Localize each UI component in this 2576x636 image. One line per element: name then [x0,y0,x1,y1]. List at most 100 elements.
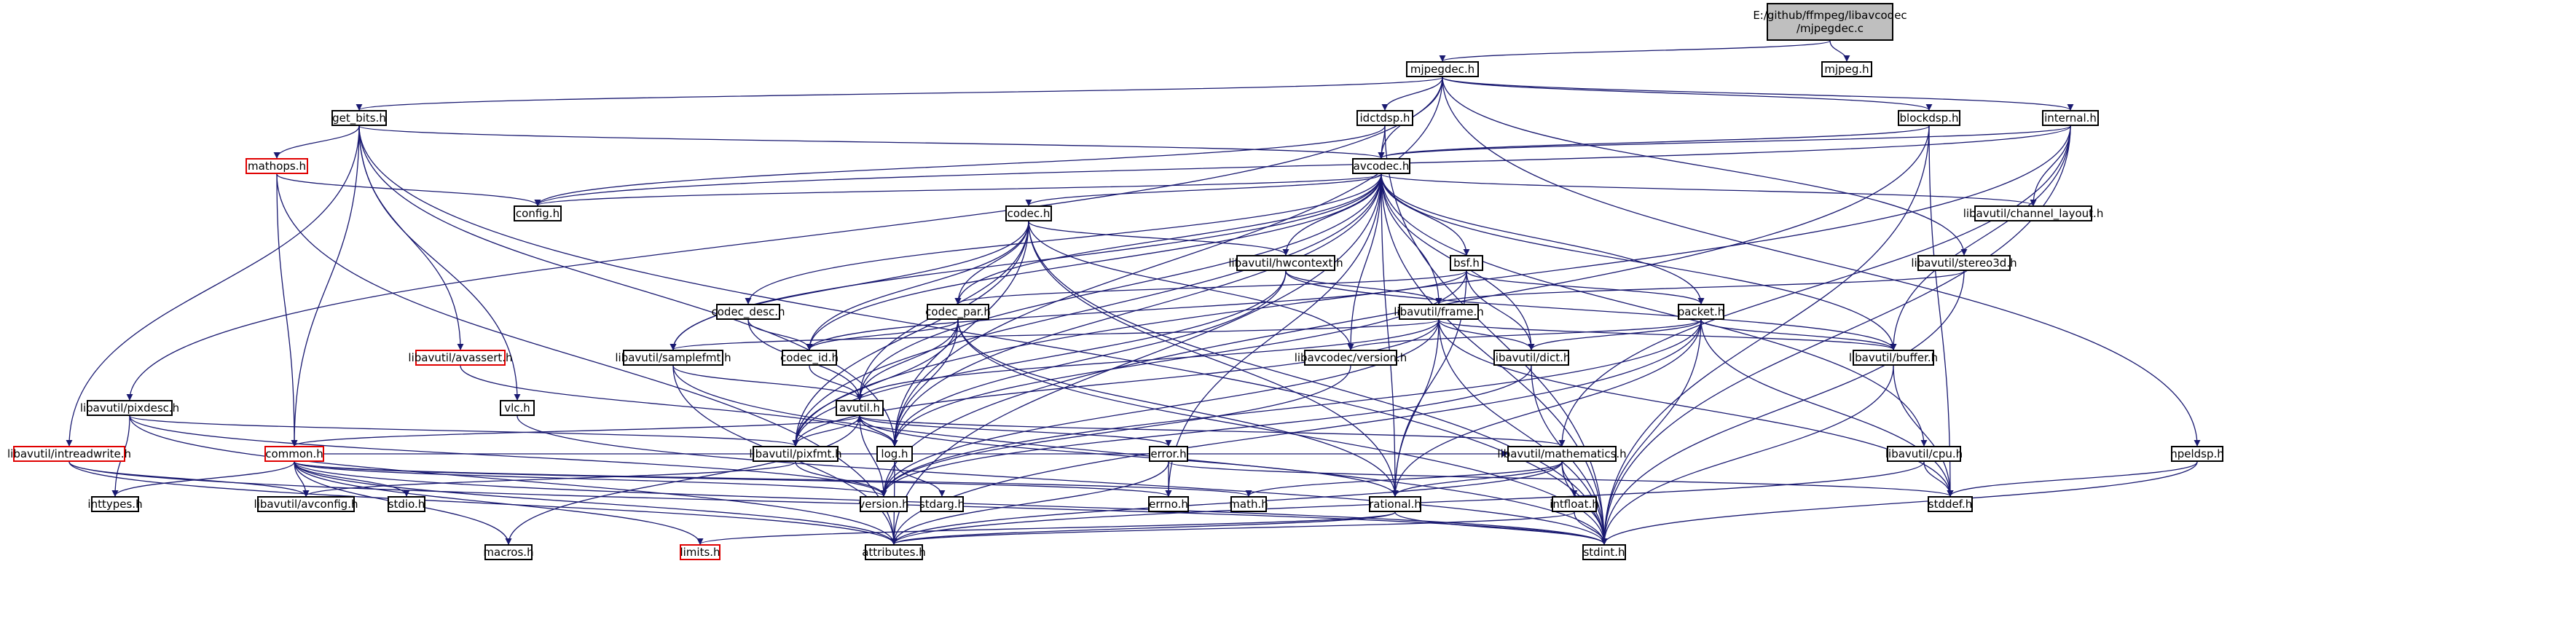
node-dict-h[interactable]: libavutil/dict.h [1492,350,1571,366]
edge-codec-h-to-samplefmt-h [669,221,1029,350]
edge-hwcontext-h-to-pixfmt-h [792,270,1287,447]
node-stdint-h: stdint.h [1582,544,1626,560]
edge-samplefmt-h-to-stdint-h [672,365,1608,545]
edge-intreadwrite-h-to-stdint-h [68,461,1608,545]
edge-avcodec-h-to-codec-id-h [806,173,1382,350]
edge-avutil-h-to-common-h [291,415,860,447]
edge-hwcontext-h-to-frame-h [1285,270,1442,305]
edge-get-bits-h-to-avcodec-h [358,125,1385,159]
node-error-h[interactable]: error.h [1149,446,1188,462]
edge-pixdesc-h-to-pixfmt-h [129,415,799,447]
edge-avcodec-h-to-channel-layout-h [1381,173,2037,206]
node-lavcversion-h[interactable]: libavcodec/version.h [1294,350,1407,366]
node-samplefmt-h[interactable]: libavutil/samplefmt.h [615,350,731,366]
node-codec-id-h[interactable]: codec_id.h [780,350,839,366]
node-mjpegdec-h[interactable]: mjpegdec.h [1406,61,1479,77]
edge-avutil-h-to-macros-h [505,415,860,545]
edge-layer [66,40,2201,545]
node-blockdsp-h[interactable]: blockdsp.h [1898,110,1960,126]
node-internal-h[interactable]: internal.h [2042,110,2099,126]
node-codec-desc-h[interactable]: codec_desc.h [711,304,785,320]
edge-mjpegdec-h-to-log-h [891,76,1443,447]
node-intfloat-h[interactable]: intfloat.h [1550,496,1599,512]
node-rational-h[interactable]: rational.h [1369,496,1421,512]
edge-root-to-mjpegdec-h [1439,40,1831,62]
edge-avutil-h-to-version-h [859,415,887,497]
node-codec-par-h[interactable]: codec_par.h [925,304,991,320]
node-packet-h[interactable]: packet.h [1677,304,1725,320]
node-mathops-h[interactable]: mathops.h [246,158,308,174]
edge-idctdsp-h-to-stdint-h [1384,125,1608,545]
node-math-h: math.h [1229,496,1268,512]
edge-bsf-h-to-packet-h [1466,270,1705,305]
edge-hwcontext-h-to-buffer-h [1285,270,1897,350]
edge-bsf-h-to-dict-h [1466,270,1535,350]
edge-stereo3d-h-to-frame-h [1435,270,1965,305]
node-pixdesc-h[interactable]: libavutil/pixdesc.h [79,400,180,416]
node-root: E:/github/ffmpeg/libavcodec/mjpegdec.c [1753,3,1907,41]
edge-get-bits-h-to-common-h [291,125,360,447]
edge-codec-par-h-to-avutil-h [856,319,959,401]
edge-codec-h-to-pixfmt-h [792,221,1029,447]
edge-avcodec-h-to-hwcontext-h [1282,173,1382,256]
edge-mjpegdec-h-to-blockdsp-h [1442,76,1933,111]
node-idctdsp-h[interactable]: idctdsp.h [1356,110,1413,126]
edge-avcodec-h-to-frame-h [1381,173,1442,305]
edge-packet-h-to-version-h [880,319,1702,497]
edge-common-h-to-inttypes-h [111,461,295,497]
node-hwcontext-h[interactable]: libavutil/hwcontext.h [1228,255,1343,271]
node-stdio-h: stdio.h [388,496,425,512]
edge-samplefmt-h-to-avutil-h [672,365,863,401]
edge-get-bits-h-to-vlc-h [358,125,521,401]
edge-common-h-to-attributes-h [294,461,898,545]
node-vlc-h[interactable]: vlc.h [500,400,535,416]
edge-pixfmt-h-to-avconfig-h [302,461,796,497]
node-macros-h[interactable]: macros.h [483,544,534,560]
node-buffer-h[interactable]: libavutil/buffer.h [1848,350,1939,366]
node-channel-layout-h[interactable]: libavutil/channel_layout.h [1963,205,2104,221]
node-avassert-h[interactable]: libavutil/avassert.h [408,350,513,366]
node-attributes-h[interactable]: attributes.h [862,544,926,560]
edge-rational-h-to-attributes-h [890,511,1396,545]
edge-hwcontext-h-to-log-h [891,270,1287,447]
node-codec-h[interactable]: codec.h [1005,205,1052,221]
node-bsf-h[interactable]: bsf.h [1450,255,1483,271]
edge-frame-h-to-stddef-h [1438,319,1954,497]
edge-frame-h-to-version-h [880,319,1440,497]
node-mathematics-h[interactable]: libavutil/mathematics.h [1497,446,1627,462]
node-stereo3d-h[interactable]: libavutil/stereo3d.h [1911,255,2017,271]
node-pixfmt-h[interactable]: libavutil/pixfmt.h [749,446,842,462]
edge-mathematics-h-to-attributes-h [890,461,1563,545]
node-intreadwrite-h[interactable]: libavutil/intreadwrite.h [7,446,132,462]
node-config-h[interactable]: config.h [514,205,562,221]
node-mjpeg-h[interactable]: mjpeg.h [1821,61,1872,77]
node-avutil-h[interactable]: avutil.h [836,400,884,416]
node-get-bits-h[interactable]: get_bits.h [331,110,387,126]
edge-packet-h-to-rational-h [1391,319,1702,497]
node-log-h[interactable]: log.h [876,446,913,462]
edge-bsf-h-to-codec-par-h [954,270,1467,305]
node-inttypes-h: inttypes.h [87,496,143,512]
edge-root-to-mjpeg-h [1829,40,1850,62]
edge-lavcversion-h-to-version-h [880,365,1351,497]
edge-codec-par-h-to-rational-h [957,319,1399,497]
node-common-h[interactable]: common.h [264,446,324,462]
edge-packet-h-to-lavcversion-h [1347,319,1702,350]
node-stddef-h: stddef.h [1928,496,1973,512]
edge-avcodec-h-to-stdint-h [1381,173,1608,545]
node-hpeldsp-h[interactable]: hpeldsp.h [2170,446,2224,462]
edge-common-h-to-math-h [294,461,1252,497]
node-cpu-h[interactable]: libavutil/cpu.h [1885,446,1963,462]
node-frame-h[interactable]: libavutil/frame.h [1394,304,1484,320]
edge-mathematics-h-to-rational-h [1391,461,1563,497]
edge-blockdsp-h-to-avcodec-h [1378,125,1930,159]
edge-avcodec-h-to-cpu-h [1381,173,1928,447]
edge-pixfmt-h-to-version-h [795,461,887,497]
node-avcodec-h[interactable]: avcodec.h [1352,158,1410,174]
edge-mjpegdec-h-to-get-bits-h [356,76,1443,111]
node-avconfig-h[interactable]: libavutil/avconfig.h [254,496,358,512]
node-version-h[interactable]: version.h [858,496,909,512]
edge-vlc-h-to-stdint-h [517,415,1608,545]
